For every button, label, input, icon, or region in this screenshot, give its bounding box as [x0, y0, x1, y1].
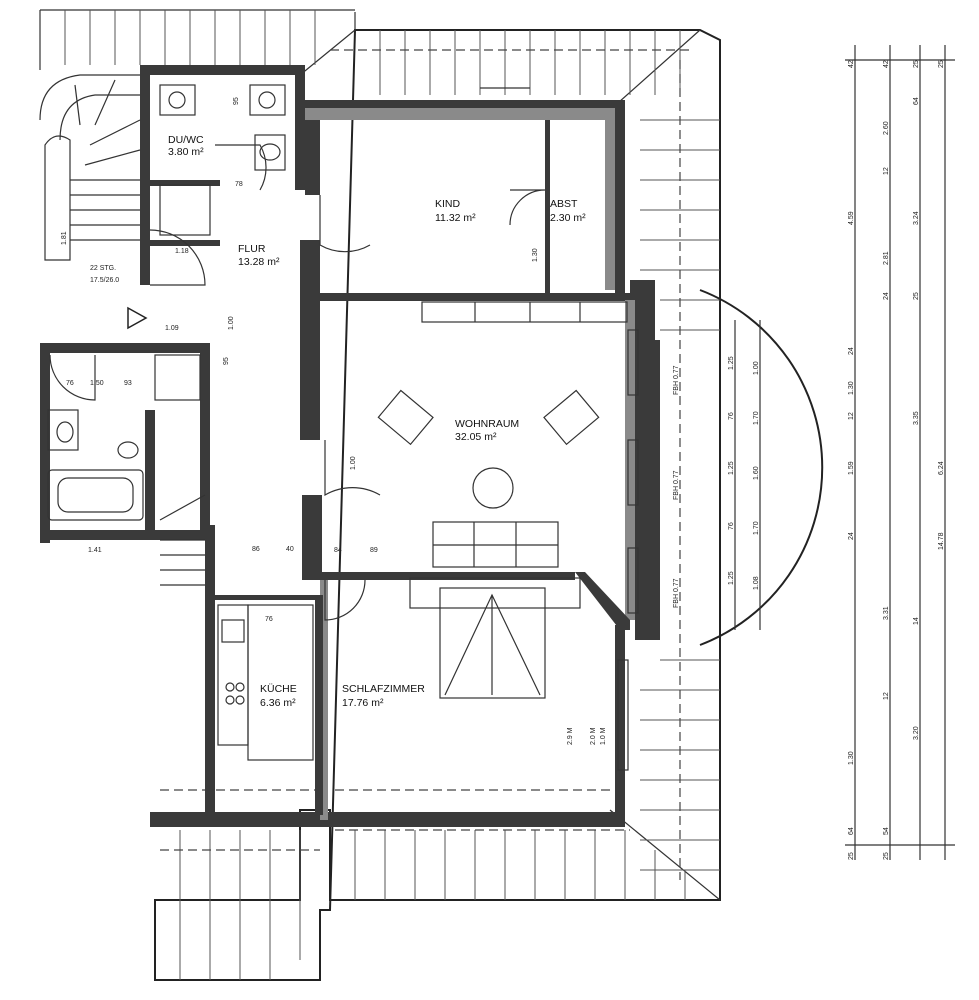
dim-label: 95 [223, 357, 230, 365]
window-sill-label: FBH 0.77 [673, 470, 680, 500]
dim-label: 1.50 [90, 380, 104, 387]
room-kueche-area: 6.36 m² [260, 697, 296, 709]
room-schlafzimmer-name: SCHLAFZIMMER [342, 683, 425, 695]
svg-text:25: 25 [913, 60, 920, 68]
doors [49, 144, 546, 621]
svg-text:4.59: 4.59 [848, 211, 855, 225]
room-schlafzimmer-area: 17.76 m² [342, 697, 384, 709]
svg-text:64: 64 [913, 97, 920, 105]
svg-text:64: 64 [848, 827, 855, 835]
dim-label: 1.00 [228, 316, 235, 330]
room-kind-area: 11.32 m² [435, 212, 476, 224]
dimension-chains [734, 45, 955, 860]
walls [40, 65, 660, 827]
svg-text:76: 76 [728, 412, 735, 420]
dim-chain-d: 25 6.24 14.78 [938, 60, 945, 550]
dim-label: 95 [233, 97, 240, 105]
svg-text:12: 12 [883, 167, 890, 175]
svg-text:24: 24 [848, 532, 855, 540]
stairs-arrow [127, 306, 148, 330]
svg-text:42: 42 [848, 60, 855, 68]
svg-text:14.78: 14.78 [938, 532, 945, 550]
dim-label: 2.9 M [567, 727, 574, 745]
svg-text:3.24: 3.24 [913, 211, 920, 225]
svg-text:24: 24 [848, 347, 855, 355]
room-kueche-name: KÜCHE [260, 683, 297, 695]
dim-label: 1.18 [175, 248, 189, 255]
bathroom-fixtures [47, 84, 286, 521]
staircase [39, 74, 206, 586]
svg-text:1.25: 1.25 [728, 461, 735, 475]
dim-chain-a: 42 4.59 24 1.30 12 1.59 24 1.30 64 25 [848, 60, 855, 860]
dim-label: 40 [286, 546, 294, 553]
svg-text:1.70: 1.70 [753, 411, 760, 425]
room-kind-name: KIND [435, 198, 461, 210]
room-flur-name: FLUR [238, 243, 266, 255]
window-sill-label: FBH 0.77 [673, 578, 680, 608]
svg-text:3.20: 3.20 [913, 726, 920, 740]
dim-chain-c: 25 64 3.24 25 3.35 14 3.20 [913, 60, 920, 740]
window-sill-label: FBH 0.77 [673, 365, 680, 395]
dim-label: 78 [235, 181, 243, 188]
room-wohnraum-name: WOHNRAUM [455, 418, 519, 430]
room-wohnraum-area: 32.05 m² [455, 431, 497, 443]
svg-text:6.24: 6.24 [938, 461, 945, 475]
dim-label: 1.41 [88, 547, 102, 554]
svg-text:14: 14 [913, 617, 920, 625]
svg-text:25: 25 [913, 292, 920, 300]
svg-text:3.31: 3.31 [883, 606, 890, 620]
svg-text:76: 76 [728, 522, 735, 530]
dim-label: 1.0 M [600, 727, 607, 745]
stairs-count: 22 STG. [90, 265, 116, 272]
svg-text:54: 54 [883, 827, 890, 835]
windows [480, 87, 639, 771]
svg-text:2.60: 2.60 [883, 121, 890, 135]
svg-text:25: 25 [938, 60, 945, 68]
living-furniture [377, 301, 628, 568]
dim-label: 1.30 [532, 248, 539, 262]
svg-text:25: 25 [883, 852, 890, 860]
svg-text:12: 12 [848, 412, 855, 420]
dim-label: 1.09 [165, 325, 179, 332]
dim-label: 1.81 [61, 231, 68, 245]
balcony-arc [699, 289, 824, 646]
bed [409, 577, 581, 699]
room-flur-area: 13.28 m² [238, 256, 280, 268]
room-duwc-name: DU/WC [168, 134, 204, 146]
room-abst-name: ABST [550, 198, 578, 210]
dim-label: 76 [265, 616, 273, 623]
svg-text:42: 42 [883, 60, 890, 68]
svg-text:3.35: 3.35 [913, 411, 920, 425]
svg-text:1.70: 1.70 [753, 521, 760, 535]
svg-text:1.59: 1.59 [848, 461, 855, 475]
svg-text:25: 25 [848, 852, 855, 860]
svg-text:2.81: 2.81 [883, 251, 890, 265]
dim-label: 89 [370, 547, 378, 554]
dim-label: 86 [252, 546, 260, 553]
svg-text:1.25: 1.25 [728, 571, 735, 585]
dim-label: 2.0 M [590, 727, 597, 745]
svg-text:1.60: 1.60 [753, 466, 760, 480]
room-duwc-area: 3.80 m² [168, 146, 204, 158]
svg-text:12: 12 [883, 692, 890, 700]
kitchen-fixtures [217, 604, 314, 761]
dim-chain-window: 1.25 1.00 76 1.70 1.25 1.60 76 1.70 1.25… [728, 356, 760, 590]
dim-label: 76 [66, 380, 74, 387]
svg-text:1.08: 1.08 [753, 576, 760, 590]
svg-text:1.30: 1.30 [848, 751, 855, 765]
roof-outline [39, 9, 721, 981]
dim-label: 1.00 [350, 456, 357, 470]
dim-label: 93 [124, 380, 132, 387]
room-abst-area: 2.30 m² [550, 212, 586, 224]
svg-text:1.25: 1.25 [728, 356, 735, 370]
dim-chain-b: 42 2.60 12 2.81 24 3.31 12 54 25 [883, 60, 890, 860]
svg-text:1.30: 1.30 [848, 381, 855, 395]
stairs-ratio: 17.5/26.0 [90, 277, 119, 284]
svg-text:24: 24 [883, 292, 890, 300]
dim-label: 84 [334, 547, 342, 554]
svg-text:1.00: 1.00 [753, 361, 760, 375]
